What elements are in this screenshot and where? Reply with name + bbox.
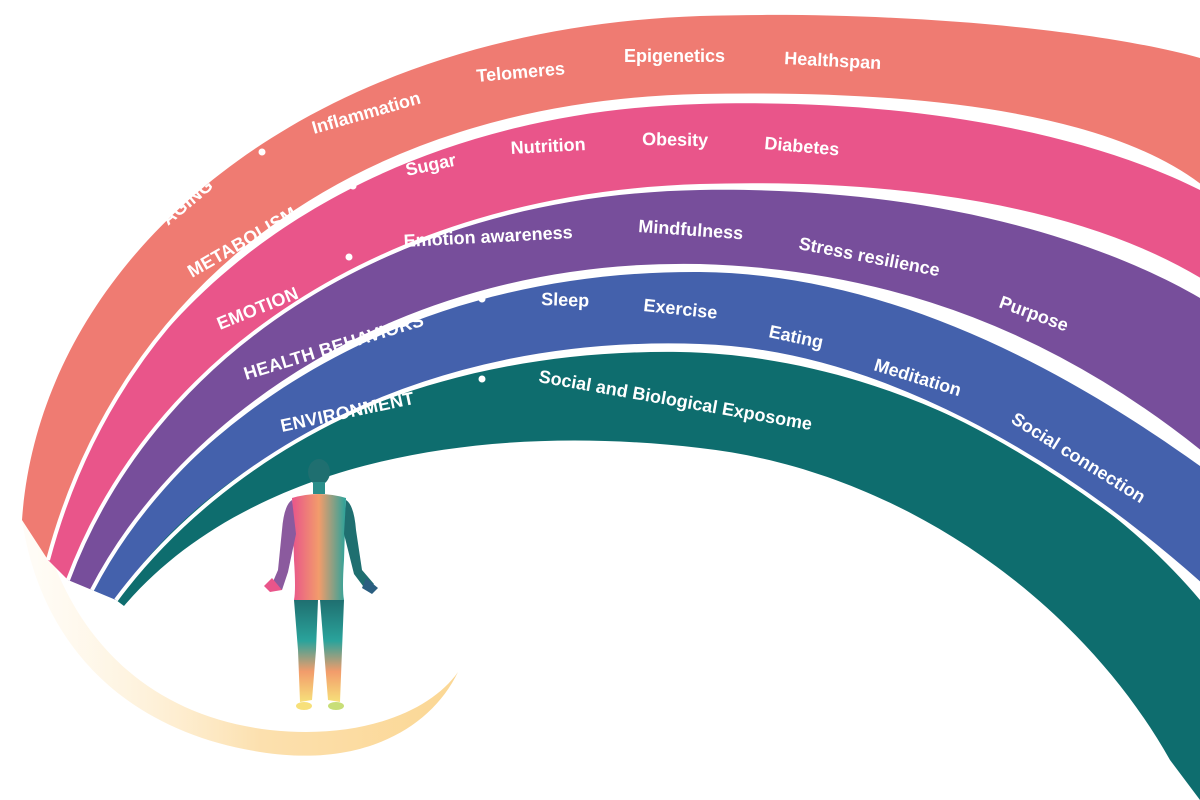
- band-environment: [116, 351, 1200, 800]
- item-obesity: Obesity: [642, 129, 708, 150]
- band-health-behaviors: [92, 271, 1200, 600]
- item-sleep: Sleep: [541, 289, 590, 311]
- item-epigenetics: Epigenetics: [624, 46, 725, 66]
- band-emotion: [68, 189, 1200, 590]
- title-dot-metabolism: [349, 182, 357, 190]
- item-nutrition: Nutrition: [510, 134, 586, 158]
- title-dot-environment: [478, 375, 486, 383]
- band-separators: [46, 93, 1200, 602]
- title-dot-aging: [258, 148, 266, 156]
- base-swoosh: [22, 520, 458, 756]
- band-aging: [22, 14, 1200, 561]
- title-dot-emotion: [345, 253, 353, 261]
- title-dot-health-behaviors: [478, 295, 486, 303]
- human-figure-icon: [264, 459, 378, 710]
- band-group: [22, 14, 1200, 800]
- band-metabolism: [48, 103, 1200, 580]
